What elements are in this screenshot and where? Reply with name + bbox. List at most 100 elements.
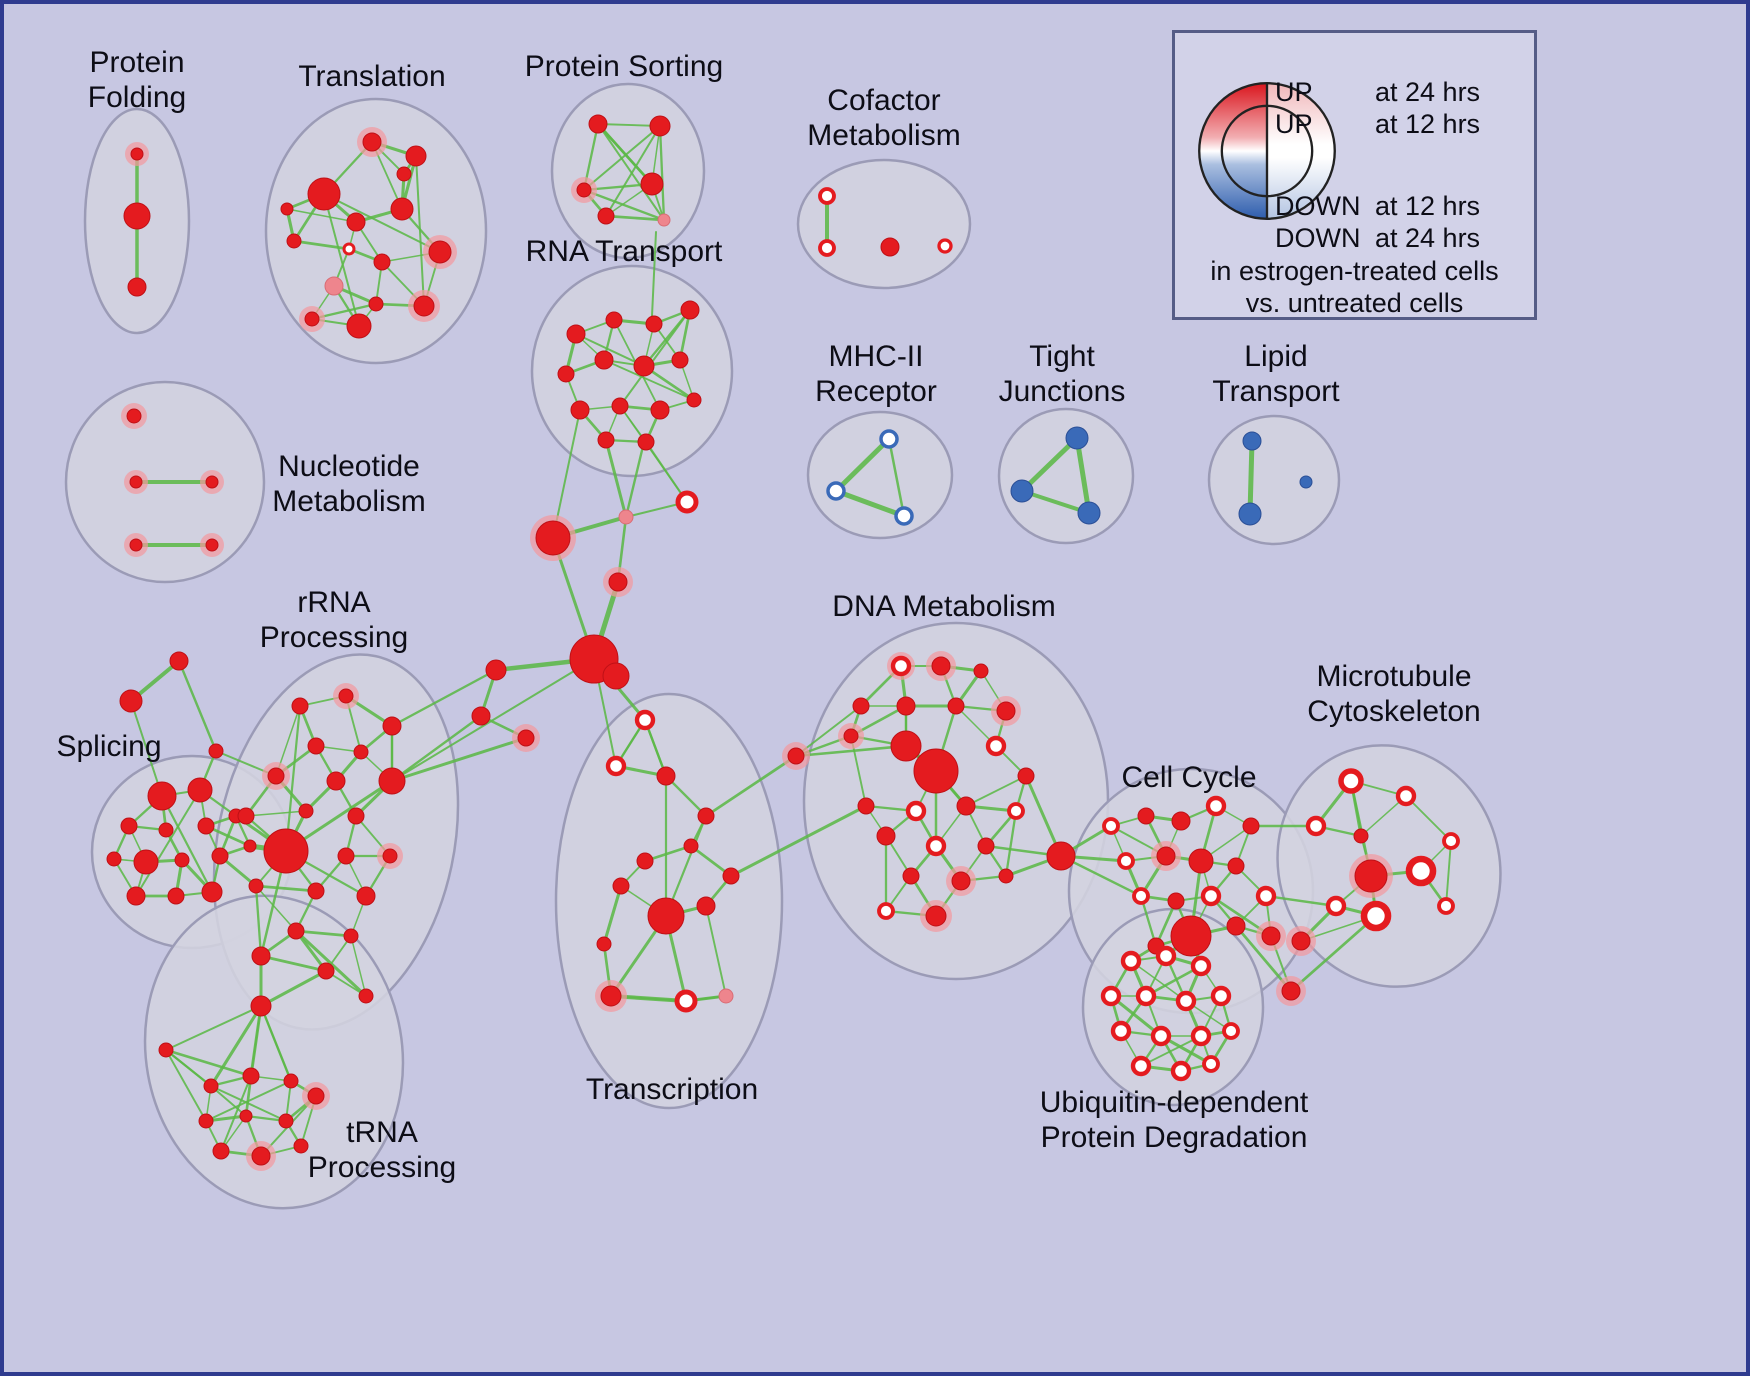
cluster-dna-metabolism	[802, 621, 1110, 981]
gene-node-down	[1238, 502, 1262, 526]
gene-node-up	[291, 697, 309, 715]
gene-node-up	[307, 177, 341, 211]
gene-node-up-halo	[130, 147, 144, 161]
gene-node-up	[896, 696, 916, 716]
network-edge	[259, 969, 328, 1008]
network-edge	[1264, 894, 1338, 908]
gene-node-down	[1299, 475, 1313, 489]
network-edge	[582, 188, 666, 222]
gene-node-up	[368, 296, 384, 312]
gene-node-up-ring	[1130, 1055, 1152, 1077]
gene-node-up	[857, 797, 875, 815]
gene-node-up	[636, 852, 654, 870]
network-edge	[602, 884, 623, 946]
gene-node-up-halo	[843, 728, 859, 744]
gene-node-up-ring	[925, 835, 947, 857]
gene-node-up	[286, 233, 302, 249]
legend-time-label: at 24 hrs	[1375, 77, 1481, 107]
gene-node-up-ring	[1100, 985, 1122, 1007]
network-edge	[284, 704, 302, 853]
network-edge	[619, 405, 688, 503]
gene-node-up	[307, 737, 325, 755]
gene-node-up	[347, 807, 365, 825]
network-edge	[604, 214, 666, 222]
gene-node-up-halo	[931, 656, 951, 676]
gene-node-up	[697, 807, 715, 825]
network-edge	[259, 1004, 293, 1083]
gene-node-up	[671, 351, 689, 369]
network-edge	[390, 736, 528, 783]
gene-node-up-ring	[877, 902, 895, 920]
gene-node-up-weak	[324, 276, 344, 296]
gene-node-up	[973, 663, 989, 679]
gene-node-up	[696, 896, 716, 916]
gene-node-up	[977, 837, 995, 855]
legend-gradient-left-half	[1199, 83, 1267, 219]
gene-node-up	[1137, 807, 1155, 825]
network-edge	[1130, 960, 1187, 1002]
network-edge	[1109, 994, 1163, 1038]
network-edge	[255, 885, 297, 932]
gene-node-up-ring	[1132, 887, 1150, 905]
network-edge	[164, 1048, 253, 1078]
cluster-label-protein-sorting: Protein Sorting	[525, 50, 723, 83]
gene-node-up-ring	[1200, 885, 1222, 907]
gene-node-up-weak	[618, 509, 634, 525]
gene-node-up	[1353, 828, 1369, 844]
gene-node-up-ring	[1150, 1025, 1172, 1047]
network-edge	[323, 193, 360, 327]
gene-node-up	[378, 767, 406, 795]
network-edge	[1140, 1035, 1202, 1067]
gene-node-up-ring	[1190, 1025, 1212, 1047]
gene-node-up	[158, 822, 174, 838]
gene-node-up	[239, 1109, 253, 1123]
gene-node-up-halo	[362, 132, 382, 152]
gene-node-up	[557, 365, 575, 383]
gene-node-up-ring	[1405, 855, 1437, 887]
network-edge	[583, 125, 661, 191]
network-edge	[220, 1075, 252, 1152]
gene-node-up	[485, 659, 507, 681]
gene-node-up	[890, 730, 922, 762]
gene-node-up	[373, 253, 391, 271]
network-edge	[254, 884, 263, 958]
network-edge	[391, 658, 595, 782]
network-edge	[286, 208, 357, 223]
network-edge	[1074, 435, 1092, 516]
gene-node-up	[174, 852, 190, 868]
gene-node-up	[356, 886, 376, 906]
gene-node-up-halo	[126, 408, 142, 424]
network-edge	[965, 775, 1027, 807]
gene-node-up	[317, 962, 335, 980]
network-edge	[833, 488, 907, 519]
network-edge	[177, 659, 218, 753]
gene-node-up	[353, 744, 369, 760]
gene-node-up-halo	[251, 1146, 271, 1166]
legend-row-up-24: UP at 24 hrs	[1275, 77, 1480, 108]
gene-node-up	[656, 766, 676, 786]
gene-node-up-halo	[1291, 931, 1311, 951]
gene-node-up-halo	[1281, 981, 1301, 1001]
gene-node-up	[263, 828, 309, 874]
gene-node-up-ring	[1442, 832, 1460, 850]
gene-node-up	[382, 716, 402, 736]
gene-node-up	[570, 400, 590, 420]
gene-node-up	[346, 313, 372, 339]
gene-node-up	[201, 881, 223, 903]
gene-node-up-ring	[1325, 895, 1347, 917]
network-edge	[603, 359, 695, 401]
gene-node-up	[208, 743, 224, 759]
network-edge	[729, 804, 868, 878]
gene-node-up	[1167, 892, 1185, 910]
gene-node-up	[167, 887, 185, 905]
legend-dir-label: DOWN	[1275, 223, 1361, 253]
network-edge	[1059, 854, 1143, 898]
gene-node-up	[212, 1142, 230, 1160]
cluster-cofactor-metabolism	[796, 158, 972, 290]
legend-row-up-12: UP at 12 hrs	[1275, 109, 1480, 140]
